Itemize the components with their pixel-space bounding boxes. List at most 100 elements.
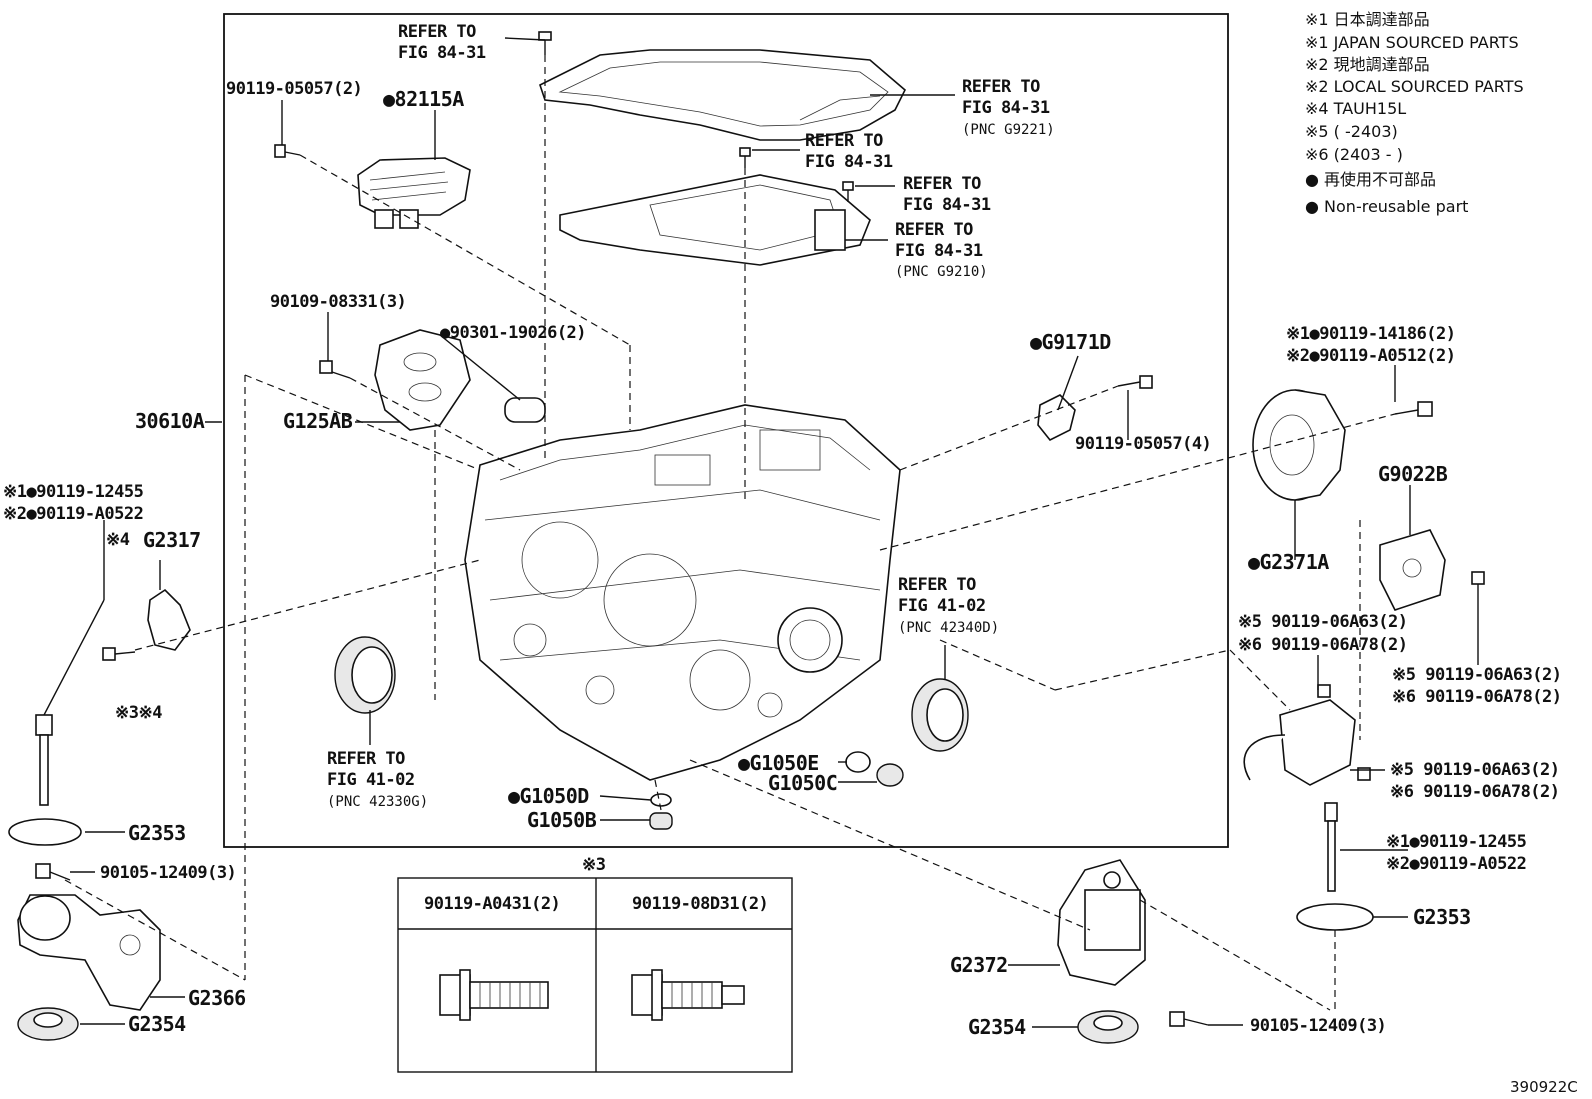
- part-label-g9171d: ●G9171D: [1030, 330, 1111, 354]
- nut-g2354-left-shape: [17, 1007, 79, 1041]
- part-label-90105-right: 90105-12409(3): [1250, 1016, 1386, 1036]
- refer-label-1a: REFER TO: [398, 22, 476, 42]
- refer-label-7a: REFER TO: [327, 749, 405, 769]
- bolt-icon: [1169, 1011, 1209, 1027]
- refer-label-2b: FIG 84-31: [962, 98, 1050, 118]
- part-label-mid-x6: ※6 90119-06A78(2): [1238, 635, 1408, 655]
- bolt-icon: [739, 147, 854, 202]
- part-label-g1050c: G1050C: [768, 771, 837, 795]
- bolt-a0431-icon: [439, 969, 549, 1021]
- refer-label-7c: (PNC 42330G): [327, 794, 428, 810]
- leader-lines: [43, 37, 1479, 1028]
- bolt-icon: [35, 714, 53, 806]
- refer-label-7b: FIG 41-02: [327, 770, 415, 790]
- part-label-x3x4: ※3※4: [115, 703, 162, 723]
- legend-line-6: ※5 ( -2403): [1305, 122, 1398, 141]
- legend: ※1 日本調達部品 ※1 JAPAN SOURCED PARTS ※2 現地調達…: [1305, 10, 1524, 216]
- bolt-icon: [274, 144, 301, 158]
- part-label-90109-08331-3: 90109-08331(3): [270, 292, 406, 312]
- part-label-right-x6b: ※6 90119-06A78(2): [1390, 782, 1560, 802]
- part-label-right-x5a: ※5 90119-06A63(2): [1392, 665, 1562, 685]
- bolt-table-col2-header: 90119-08D31(2): [632, 894, 768, 914]
- part-label-g1050e: ●G1050E: [738, 751, 819, 775]
- oil-pan-shape: [539, 49, 906, 141]
- washer-g2353-right-shape: [1296, 903, 1374, 931]
- part-label-g2353-right: G2353: [1413, 905, 1471, 929]
- transaxle-case-shape: [464, 404, 901, 781]
- plug-g1050b-shape: [649, 812, 673, 830]
- guide-lines: [64, 55, 1396, 1011]
- bolt-08d31-icon: [631, 969, 745, 1021]
- part-label-90119-14186: ※1●90119-14186(2): [1286, 324, 1456, 344]
- bolt-table: ※3 90119-A0431(2) 90119-08D31(2): [397, 855, 793, 1073]
- legend-line-1: ※1 日本調達部品: [1305, 10, 1430, 29]
- damper-g2371a-shape: [1252, 389, 1346, 501]
- legend-line-8: ● 再使用不可部品: [1305, 170, 1436, 189]
- refer-label-3a: REFER TO: [805, 131, 883, 151]
- part-label-90119-05057-2: 90119-05057(2): [226, 79, 362, 99]
- refer-label-6b: FIG 41-02: [898, 596, 986, 616]
- refer-label-2c: (PNC G9221): [962, 122, 1055, 138]
- plug-g1050c-shape: [876, 763, 904, 787]
- refer-label-5c: (PNC G9210): [895, 264, 988, 280]
- part-label-g2354-left: G2354: [128, 1012, 186, 1036]
- washer-g2353-left-shape: [8, 818, 82, 846]
- bracket-center-shape: [1243, 699, 1356, 786]
- cover-g125ab-shape: [374, 329, 546, 431]
- legend-line-3: ※2 現地調達部品: [1305, 55, 1430, 74]
- legend-line-5: ※4 TAUH15L: [1305, 99, 1406, 118]
- legend-line-9: ● Non-reusable part: [1305, 197, 1468, 216]
- part-label-90119-a0512: ※2●90119-A0512(2): [1286, 346, 1456, 366]
- part-label-left-90119-12455: ※1●90119-12455: [3, 482, 144, 502]
- bolt-icon: [1317, 571, 1485, 781]
- bolt-icon: [35, 863, 71, 881]
- sensor-82115a-shape: [357, 157, 471, 229]
- refer-label-6a: REFER TO: [898, 575, 976, 595]
- bolt-icon: [538, 31, 552, 55]
- bolt-icon: [102, 647, 136, 661]
- part-label-g2372: G2372: [950, 953, 1008, 977]
- oil-seal-left-shape: [334, 636, 396, 714]
- refer-label-5a: REFER TO: [895, 220, 973, 240]
- oil-seal-right-shape: [911, 678, 969, 752]
- bracket-g2317-shape: [147, 588, 191, 651]
- gasket-g1050e-shape: [845, 751, 871, 773]
- part-label-90119-05057-4: 90119-05057(4): [1075, 434, 1211, 454]
- bracket-g9022b-shape: [1379, 529, 1446, 611]
- part-label-g2371a: ●G2371A: [1248, 550, 1329, 574]
- valve-body-shape: [559, 174, 871, 266]
- refer-label-1b: FIG 84-31: [398, 43, 486, 63]
- part-label-90105-left: 90105-12409(3): [100, 863, 236, 883]
- part-label-mid-x5: ※5 90119-06A63(2): [1238, 612, 1408, 632]
- main-frame: [223, 13, 1229, 848]
- bolt-icon: [319, 360, 351, 379]
- mount-g2366-shape: [17, 894, 161, 1011]
- part-label-g2354-right: G2354: [968, 1015, 1026, 1039]
- part-label-g1050b: G1050B: [527, 808, 597, 832]
- bolt-table-col1-header: 90119-A0431(2): [424, 894, 560, 914]
- nut-g2354-right-shape: [1077, 1010, 1139, 1044]
- part-label-right-x6a: ※6 90119-06A78(2): [1392, 687, 1562, 707]
- refer-label-6c: (PNC 42340D): [898, 620, 999, 636]
- bolt-icon: [1117, 375, 1153, 389]
- part-label-g2366: G2366: [188, 986, 246, 1010]
- legend-line-2: ※1 JAPAN SOURCED PARTS: [1305, 33, 1519, 52]
- bolt-icon: [1394, 401, 1433, 417]
- figure-id: 390922C: [1510, 1078, 1578, 1096]
- part-label-right-x5b: ※5 90119-06A63(2): [1390, 760, 1560, 780]
- refer-label-4b: FIG 84-31: [903, 195, 991, 215]
- bolt-table-note: ※3: [582, 855, 606, 875]
- refer-label-2a: REFER TO: [962, 77, 1040, 97]
- bolt-icon: [1324, 802, 1338, 892]
- refer-label-4a: REFER TO: [903, 174, 981, 194]
- legend-line-7: ※6 (2403 - ): [1305, 145, 1403, 164]
- refer-label-5b: FIG 84-31: [895, 241, 983, 261]
- part-label-g125ab: G125AB: [283, 409, 353, 433]
- legend-line-4: ※2 LOCAL SOURCED PARTS: [1305, 77, 1524, 96]
- part-label-g1050d: ●G1050D: [508, 784, 589, 808]
- sensor-g9171d-shape: [1037, 394, 1076, 442]
- part-label-g9022b: G9022B: [1378, 462, 1448, 486]
- part-label-90301-19026-2: ●90301-19026(2): [440, 323, 586, 343]
- part-label-g2317: G2317: [143, 528, 201, 552]
